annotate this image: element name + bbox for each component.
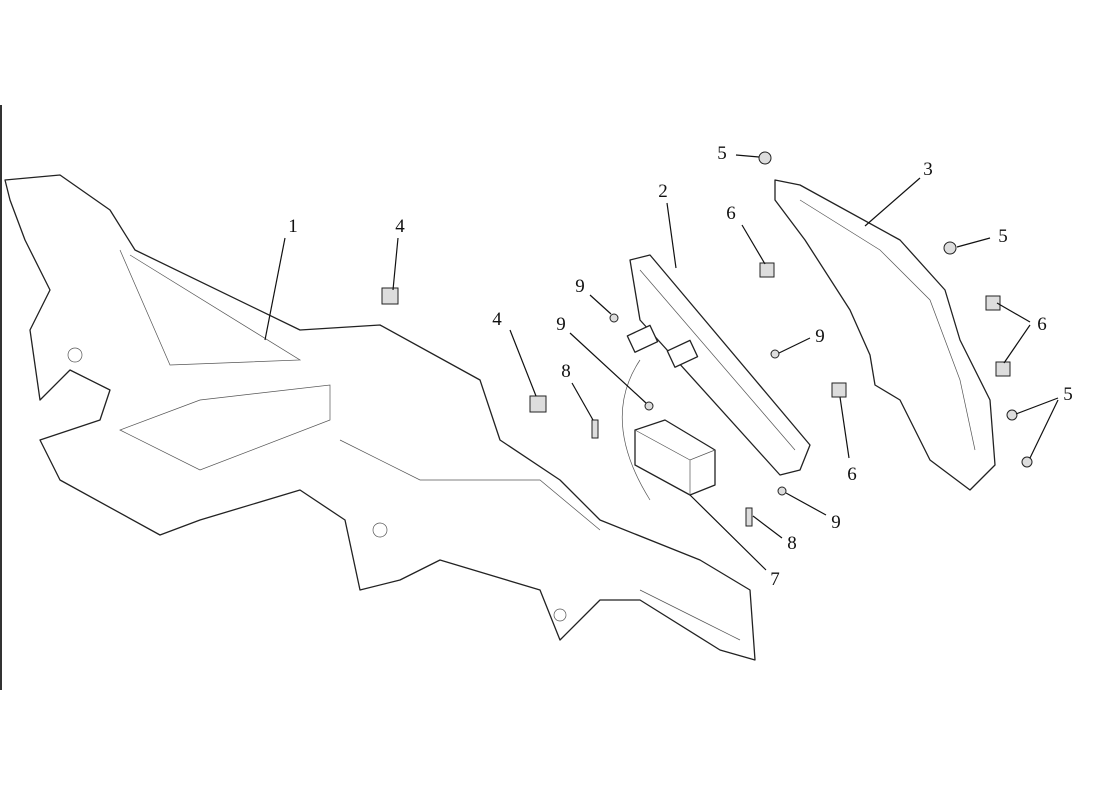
screw-5d [1021, 456, 1033, 468]
nut-4b [529, 395, 547, 413]
callout-labels: 1 2 3 4 4 5 5 5 6 6 6 7 8 8 9 9 9 9 [288, 143, 1073, 590]
leader-lines [264, 154, 1059, 571]
callout-8: 8 [561, 361, 571, 382]
screw-9a [609, 313, 619, 323]
screw-5c [1006, 409, 1018, 421]
part-2-instrument-cluster [621, 254, 811, 501]
callout-2: 2 [658, 181, 668, 202]
part-1-dash-panel [4, 174, 756, 661]
callout-5: 5 [1063, 384, 1073, 405]
callout-9: 9 [815, 326, 825, 347]
clip-6a [759, 262, 775, 278]
callout-9: 9 [831, 512, 841, 533]
callout-5: 5 [717, 143, 727, 164]
callout-5: 5 [998, 226, 1008, 247]
screw-9c [770, 349, 780, 359]
screw-8a [591, 419, 599, 439]
callout-8: 8 [787, 533, 797, 554]
part-3-bezel [774, 179, 996, 491]
screw-5b [943, 241, 957, 255]
fasteners [381, 151, 1033, 527]
callout-1: 1 [288, 216, 298, 237]
screw-5a [758, 151, 772, 165]
callout-9: 9 [575, 276, 585, 297]
callout-4: 4 [395, 216, 405, 237]
callout-7: 7 [770, 569, 780, 590]
callout-4: 4 [492, 309, 502, 330]
callout-3: 3 [923, 159, 933, 180]
screw-9d [777, 486, 787, 496]
callout-6: 6 [1037, 314, 1047, 335]
screw-9b [644, 401, 654, 411]
part-7-module [634, 419, 716, 496]
nut-4a [381, 287, 399, 305]
callout-6: 6 [847, 464, 857, 485]
callout-6: 6 [726, 203, 736, 224]
clip-6c [995, 361, 1011, 377]
clip-6d [831, 382, 847, 398]
callout-9: 9 [556, 314, 566, 335]
screw-8b [745, 507, 753, 527]
clip-6b [985, 295, 1001, 311]
